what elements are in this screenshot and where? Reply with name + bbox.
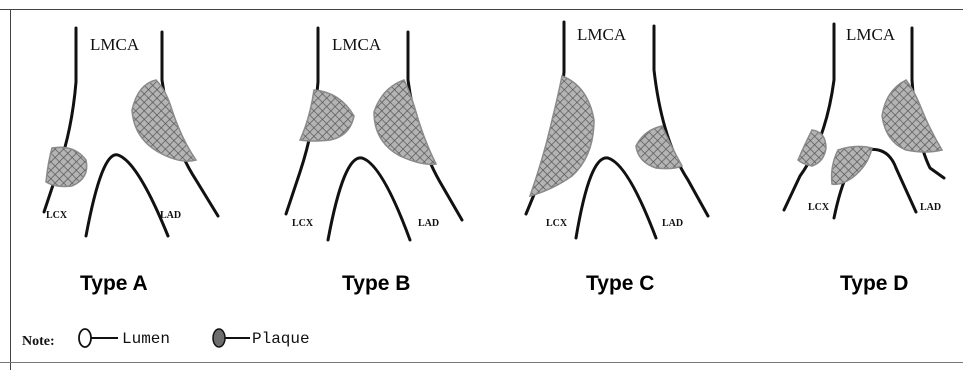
type-c-title: Type C: [586, 272, 654, 295]
lumen-symbol-icon: [79, 329, 91, 347]
legend-note-label: Note:: [22, 334, 55, 349]
plaque-lad-wall: [882, 80, 942, 152]
type-d-title: Type D: [840, 272, 908, 295]
plaque-lcx-wall: [300, 90, 354, 141]
type-b-title: Type B: [342, 272, 410, 295]
lmca-label: LMCA: [90, 35, 140, 54]
lad-label: LAD: [662, 218, 683, 229]
panel-type-d: LMCA LCX LAD Type D: [784, 24, 944, 295]
plaque-lcx-wall: [530, 76, 594, 196]
plaque-lad-wall: [374, 80, 436, 164]
bifurcation-carina: [328, 158, 410, 240]
legend: Note: Lumen Plaque: [22, 329, 310, 349]
plaque-lcx-wall: [798, 130, 826, 166]
plaque-symbol-icon: [213, 329, 225, 347]
panel-type-c: LMCA LCX LAD Type C: [526, 22, 708, 295]
plaque-carina: [832, 146, 872, 184]
lad-label: LAD: [920, 202, 941, 213]
lcx-label: LCX: [546, 218, 568, 229]
lcx-label: LCX: [808, 202, 830, 213]
type-a-title: Type A: [80, 272, 148, 295]
legend-plaque-label: Plaque: [252, 330, 310, 348]
lmca-label: LMCA: [332, 35, 382, 54]
bifurcation-carina: [576, 158, 656, 238]
plaque-lad-ostium: [636, 126, 682, 169]
bifurcation-carina: [86, 155, 168, 236]
panel-type-a: LMCA LCX LAD Type A: [44, 28, 218, 295]
lad-label: LAD: [418, 218, 439, 229]
lcx-label: LCX: [46, 210, 68, 221]
lad-label: LAD: [160, 210, 181, 221]
lcx-label: LCX: [292, 218, 314, 229]
right-vessel-wall: [654, 26, 708, 216]
lmca-label: LMCA: [577, 25, 627, 44]
legend-lumen-label: Lumen: [122, 330, 170, 348]
plaque-lad-wall: [132, 80, 196, 161]
lmca-label: LMCA: [846, 25, 896, 44]
plaque-lcx-ostium: [46, 147, 87, 186]
left-vessel-wall: [784, 24, 834, 210]
panel-type-b: LMCA LCX LAD Type B: [286, 28, 462, 295]
